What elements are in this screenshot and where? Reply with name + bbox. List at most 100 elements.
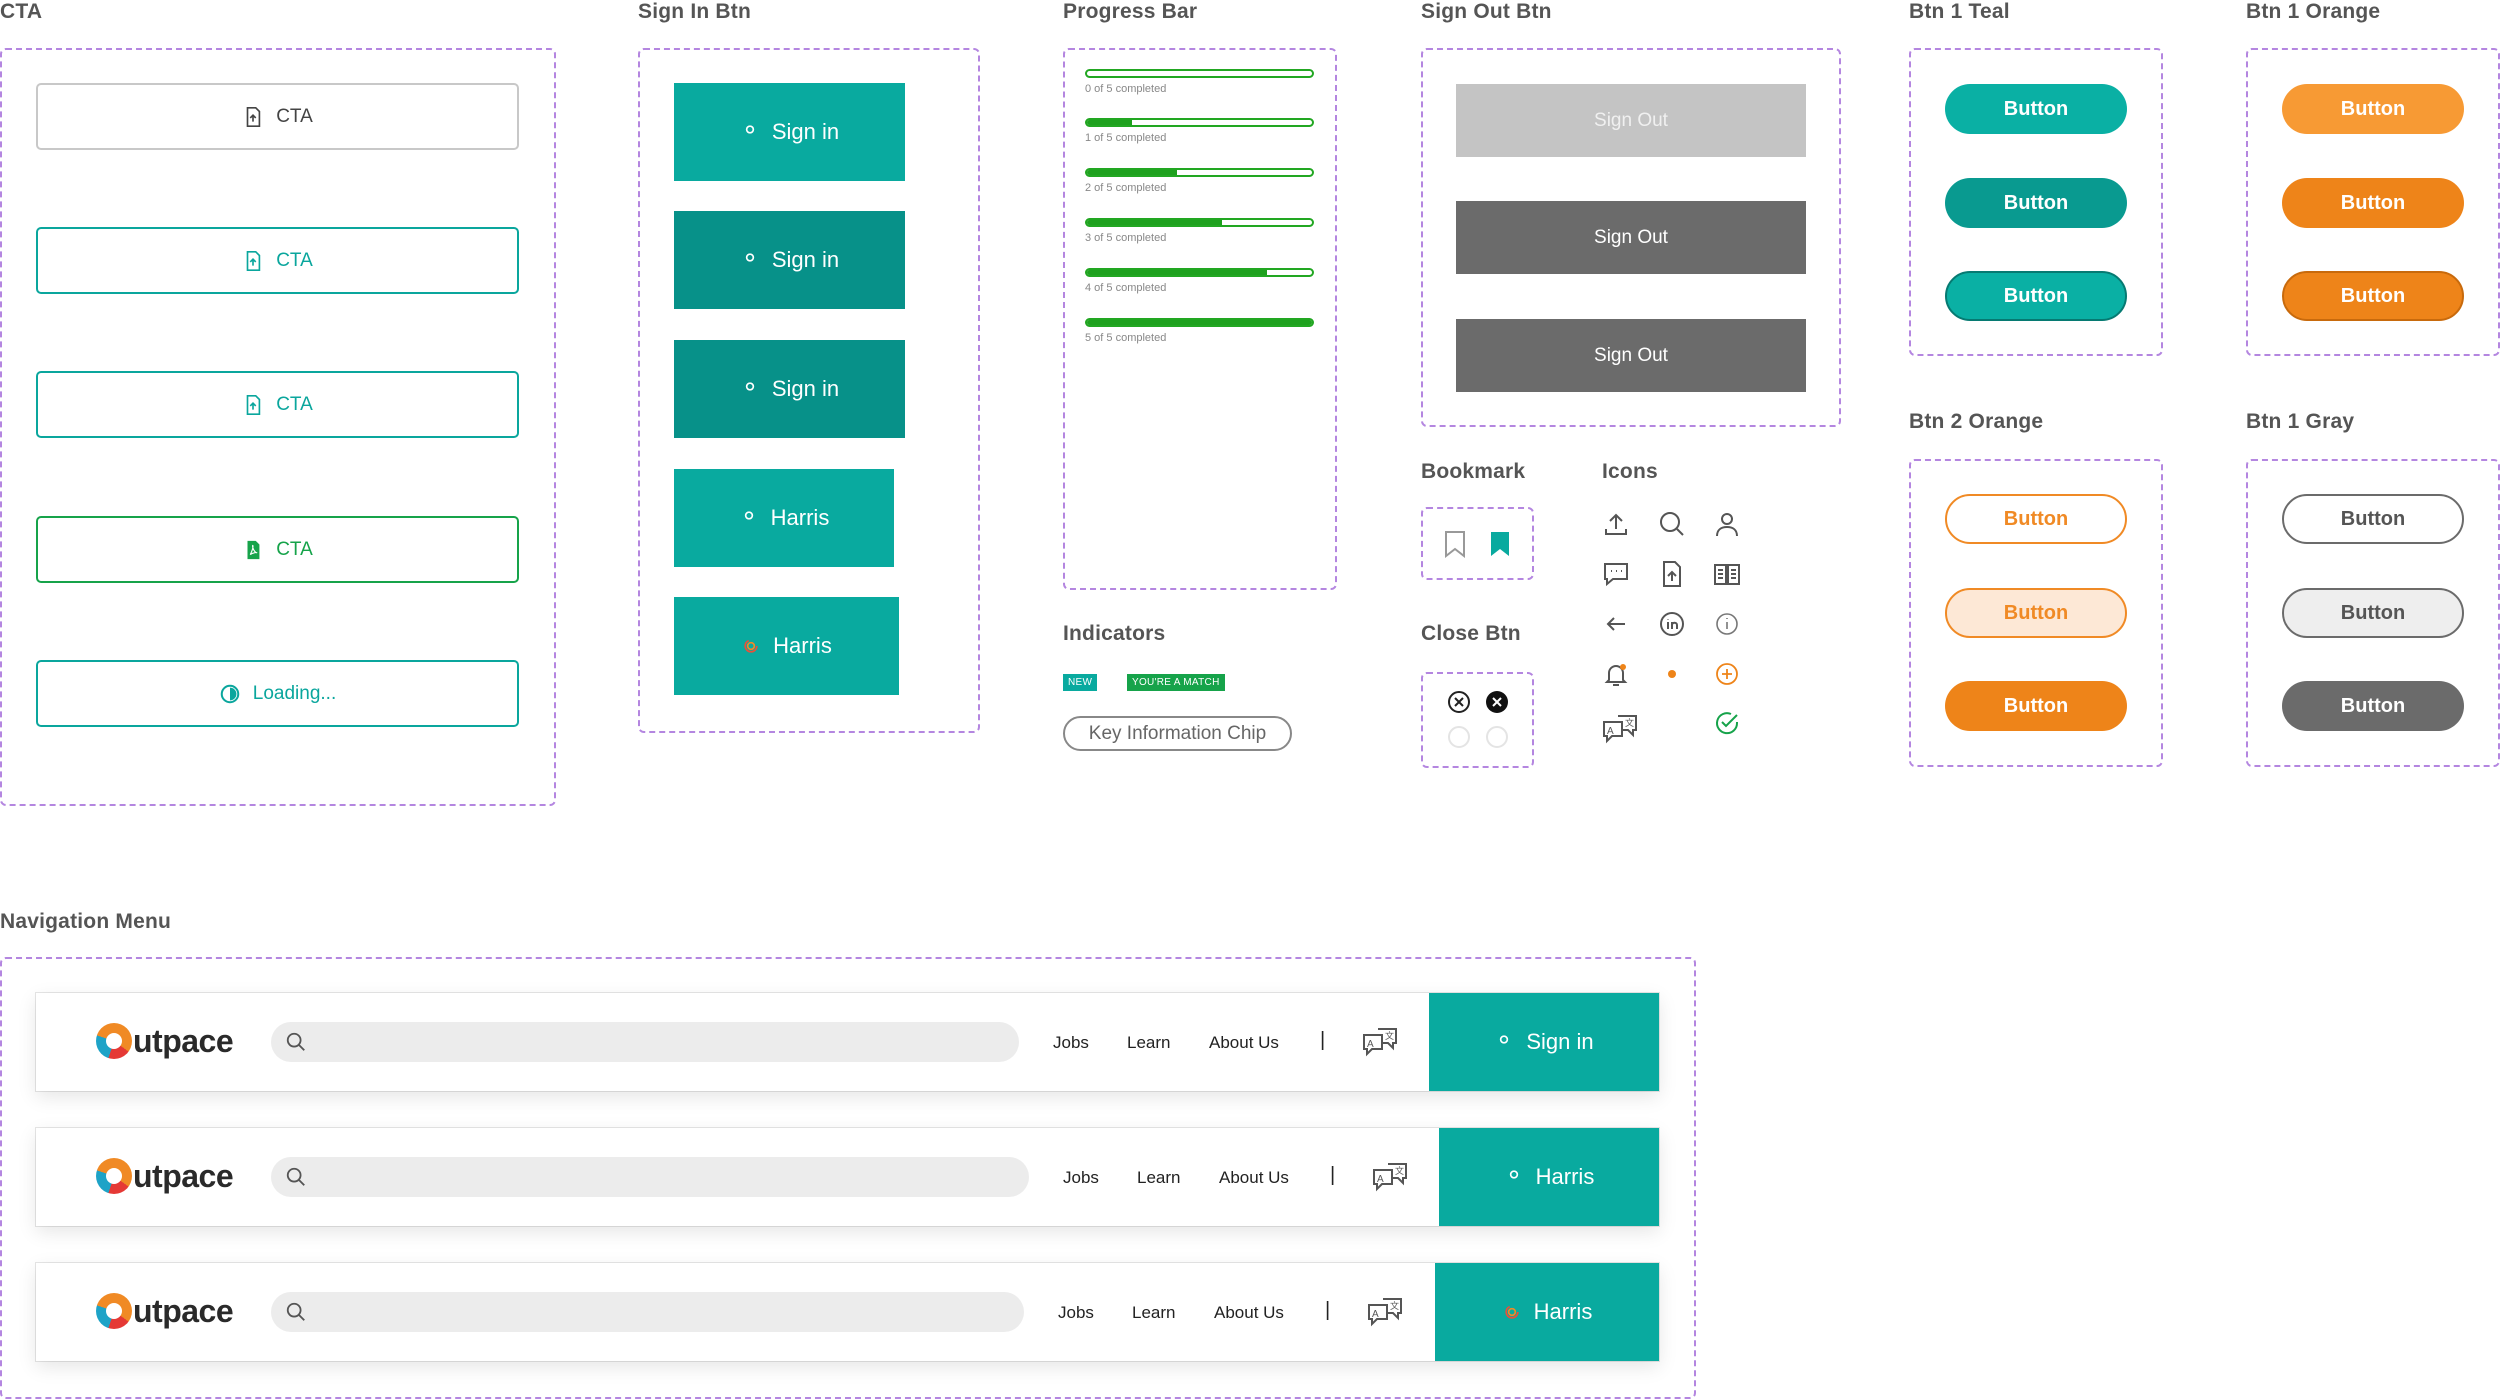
close-filled-icon[interactable]	[1485, 690, 1509, 714]
orange-outline-button[interactable]: Button	[1945, 494, 2127, 544]
cta-button[interactable]: CTA	[36, 83, 519, 150]
nav-separator: |	[1330, 1164, 1336, 1186]
teal-button[interactable]: Button	[1945, 271, 2127, 321]
logo-mark-icon	[96, 1023, 132, 1059]
bookmark-outline-icon[interactable]	[1443, 530, 1467, 558]
nav-cta-label: Sign in	[1526, 1029, 1594, 1054]
gray-button[interactable]: Button	[2282, 494, 2464, 544]
search-input[interactable]	[271, 1157, 1029, 1197]
cta-button[interactable]: CTA	[36, 371, 519, 438]
sign-out-frame	[1421, 48, 1841, 427]
sign-in-label: Sign in	[771, 119, 840, 144]
logo[interactable]: utpace	[96, 1289, 234, 1333]
cta-button[interactable]: CTA	[36, 516, 519, 583]
bell-icon[interactable]	[1601, 659, 1631, 689]
nav-user-button[interactable]: Harris	[1435, 1263, 1659, 1361]
arrow-left-icon[interactable]	[1601, 609, 1631, 639]
section-title-icons: Icons	[1602, 460, 1658, 483]
progress-bar	[1085, 218, 1314, 227]
bookmark-frame	[1421, 507, 1534, 580]
info-chip[interactable]: Key Information Chip	[1063, 716, 1292, 751]
sign-out-button[interactable]: Sign Out	[1456, 84, 1806, 157]
progress-bar	[1085, 118, 1314, 127]
file-upload-icon	[246, 394, 261, 415]
nav-link-jobs[interactable]: Jobs	[1058, 1303, 1094, 1322]
badge-new: NEW	[1063, 674, 1098, 691]
user-button[interactable]: Harris	[674, 469, 894, 567]
user-icon[interactable]	[1712, 509, 1742, 539]
cta-label: CTA	[276, 393, 313, 415]
gray-button[interactable]: Button	[2282, 681, 2464, 731]
progress-bar	[1085, 268, 1314, 277]
logo[interactable]: utpace	[96, 1154, 234, 1198]
translate-icon[interactable]: A文	[1366, 1293, 1404, 1331]
logo[interactable]: utpace	[96, 1019, 234, 1063]
search-icon[interactable]	[1657, 509, 1687, 539]
orange-button[interactable]: Button	[2282, 271, 2464, 321]
sign-in-button[interactable]: Sign in	[674, 83, 905, 181]
orange-outline-button[interactable]: Button	[1945, 681, 2127, 731]
badge-match: YOU'RE A MATCH	[1127, 674, 1225, 691]
book-icon[interactable]	[1712, 559, 1742, 589]
nav-sign-in-button[interactable]: Sign in	[1429, 993, 1659, 1091]
cta-button[interactable]: CTA	[36, 227, 519, 294]
section-title-progress: Progress Bar	[1063, 0, 1198, 23]
progress-label: 0 of 5 completed	[1085, 83, 1167, 95]
progress-fill	[1087, 320, 1312, 325]
section-title-btn2-orange: Btn 2 Orange	[1909, 410, 2044, 433]
progress-frame	[1063, 48, 1337, 590]
nav-user-button[interactable]: Harris	[1439, 1128, 1659, 1226]
user-label: Harris	[773, 633, 832, 658]
section-title-sign-in: Sign In Btn	[638, 0, 752, 23]
teal-button[interactable]: Button	[1945, 178, 2127, 228]
section-title-bookmark: Bookmark	[1421, 460, 1526, 483]
orange-outline-button[interactable]: Button	[1945, 588, 2127, 638]
svg-text:文: 文	[1390, 1300, 1399, 1311]
svg-text:A: A	[1372, 1309, 1379, 1320]
orange-button[interactable]: Button	[2282, 178, 2464, 228]
nav-menu-frame	[0, 957, 1696, 1399]
translate-icon[interactable]: A文	[1361, 1023, 1399, 1061]
sign-in-button[interactable]: Sign in	[674, 340, 905, 438]
sign-out-button[interactable]: Sign Out	[1456, 319, 1806, 392]
teal-button[interactable]: Button	[1945, 84, 2127, 134]
search-input[interactable]	[271, 1022, 1019, 1062]
upload-icon[interactable]	[1601, 509, 1631, 539]
cta-loading-button[interactable]: Loading...	[36, 660, 519, 727]
search-icon	[286, 1167, 305, 1186]
translate-icon[interactable]: A文	[1371, 1158, 1409, 1196]
sign-in-button[interactable]: Sign in	[674, 211, 905, 309]
sign-out-button[interactable]: Sign Out	[1456, 201, 1806, 274]
section-title-cta: CTA	[0, 0, 43, 23]
close-outline-icon[interactable]	[1447, 690, 1471, 714]
section-title-btn1-gray: Btn 1 Gray	[2246, 410, 2355, 433]
file-upload-icon	[246, 250, 261, 271]
user-button[interactable]: Harris	[674, 597, 899, 695]
bookmark-filled-icon[interactable]	[1488, 530, 1512, 558]
nav-link-about[interactable]: About Us	[1209, 1033, 1279, 1052]
file-upload-icon[interactable]	[1657, 559, 1687, 589]
progress-label: 5 of 5 completed	[1085, 332, 1167, 344]
nav-link-jobs[interactable]: Jobs	[1063, 1168, 1099, 1187]
info-icon[interactable]	[1712, 609, 1742, 639]
progress-fill	[1087, 220, 1222, 225]
gray-button[interactable]: Button	[2282, 588, 2464, 638]
linkedin-icon[interactable]	[1657, 609, 1687, 639]
check-circle-icon[interactable]	[1712, 708, 1742, 738]
nav-link-learn[interactable]: Learn	[1127, 1033, 1171, 1052]
plus-circle-icon[interactable]	[1712, 659, 1742, 689]
nav-link-learn[interactable]: Learn	[1132, 1303, 1176, 1322]
user-icon	[745, 125, 755, 134]
nav-link-about[interactable]: About Us	[1214, 1303, 1284, 1322]
progress-fill	[1087, 170, 1177, 175]
chat-icon[interactable]	[1601, 559, 1631, 589]
nav-link-jobs[interactable]: Jobs	[1053, 1033, 1089, 1052]
nav-link-learn[interactable]: Learn	[1137, 1168, 1181, 1187]
nav-link-about[interactable]: About Us	[1219, 1168, 1289, 1187]
orange-button[interactable]: Button	[2282, 84, 2464, 134]
search-input[interactable]	[271, 1292, 1024, 1332]
